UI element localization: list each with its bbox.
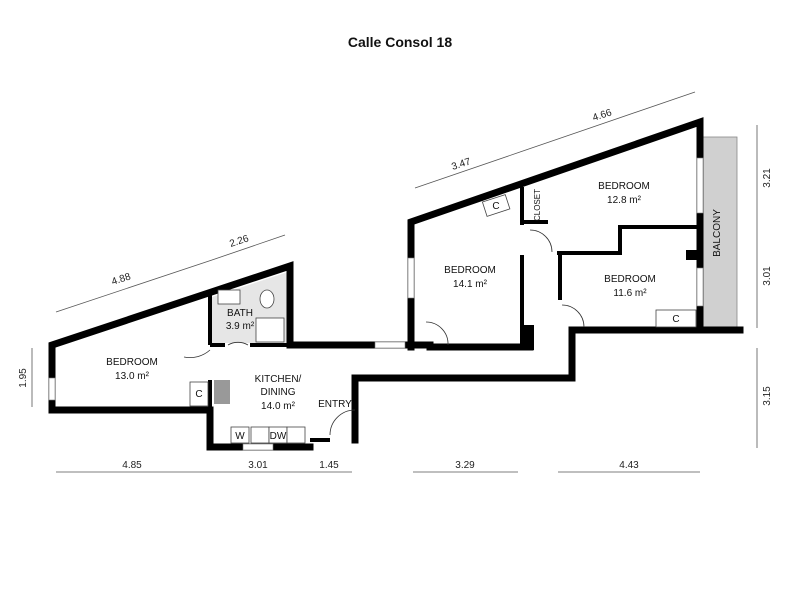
stove-icon	[286, 426, 306, 444]
room-area: 14.0 m²	[261, 401, 296, 412]
room-area: 13.0 m²	[115, 371, 150, 382]
column	[686, 250, 698, 260]
fridge-icon	[214, 380, 230, 404]
window	[374, 341, 406, 349]
room-area: 12.8 m²	[607, 195, 642, 206]
window	[242, 443, 274, 451]
dimension-label: 3.15	[762, 386, 773, 406]
shower-icon	[255, 317, 285, 343]
room-name: BEDROOM	[604, 274, 656, 285]
window	[407, 257, 415, 299]
room-area: 14.1 m²	[453, 279, 488, 290]
toilet-icon	[259, 289, 275, 309]
dimension-label: 1.95	[18, 368, 29, 388]
dimension-label: 3.29	[455, 460, 475, 471]
column	[522, 325, 534, 350]
room-area: 3.9 m²	[226, 321, 255, 332]
room-name: BEDROOM	[598, 181, 650, 192]
room-area: 11.6 m²	[613, 288, 647, 299]
dimension-label: 4.88	[110, 271, 132, 288]
dimension-label: 3.21	[762, 168, 773, 188]
room-name: CLOSET	[533, 189, 542, 221]
room-name: BEDROOM	[106, 357, 158, 368]
dimension-label: 3.01	[248, 460, 268, 471]
doors	[183, 229, 585, 436]
closet-box	[189, 381, 209, 407]
plan-title: Calle Consol 18	[348, 34, 452, 50]
dimension-lines	[31, 91, 758, 473]
dimension-label: 4.43	[619, 460, 639, 471]
dimension-label: 3.47	[450, 156, 472, 173]
kitchen-sink-icon	[250, 426, 270, 444]
room-name: BALCONY	[712, 209, 723, 257]
closet-box	[655, 309, 697, 328]
closet-box	[481, 194, 511, 217]
closet-mark: C	[195, 389, 202, 400]
room-name: BEDROOM	[444, 265, 496, 276]
window	[696, 267, 704, 307]
sink-icon	[217, 289, 241, 305]
room-name: ENTRY	[318, 399, 352, 410]
washer-box	[230, 426, 250, 444]
closet-mark: C	[492, 201, 499, 212]
dimension-label: 3.01	[762, 266, 773, 286]
washer-label: W	[235, 431, 245, 442]
dimension-label: 2.26	[228, 233, 250, 250]
room-name: DINING	[261, 387, 296, 398]
dishwasher-label: DW	[270, 431, 287, 442]
room-name: BATH	[227, 308, 253, 319]
dimension-label: 4.85	[122, 460, 142, 471]
dimension-label: 1.45	[319, 460, 339, 471]
closet-mark: C	[672, 314, 679, 325]
window	[696, 157, 704, 214]
window	[48, 377, 56, 401]
room-name: KITCHEN/	[255, 374, 302, 385]
